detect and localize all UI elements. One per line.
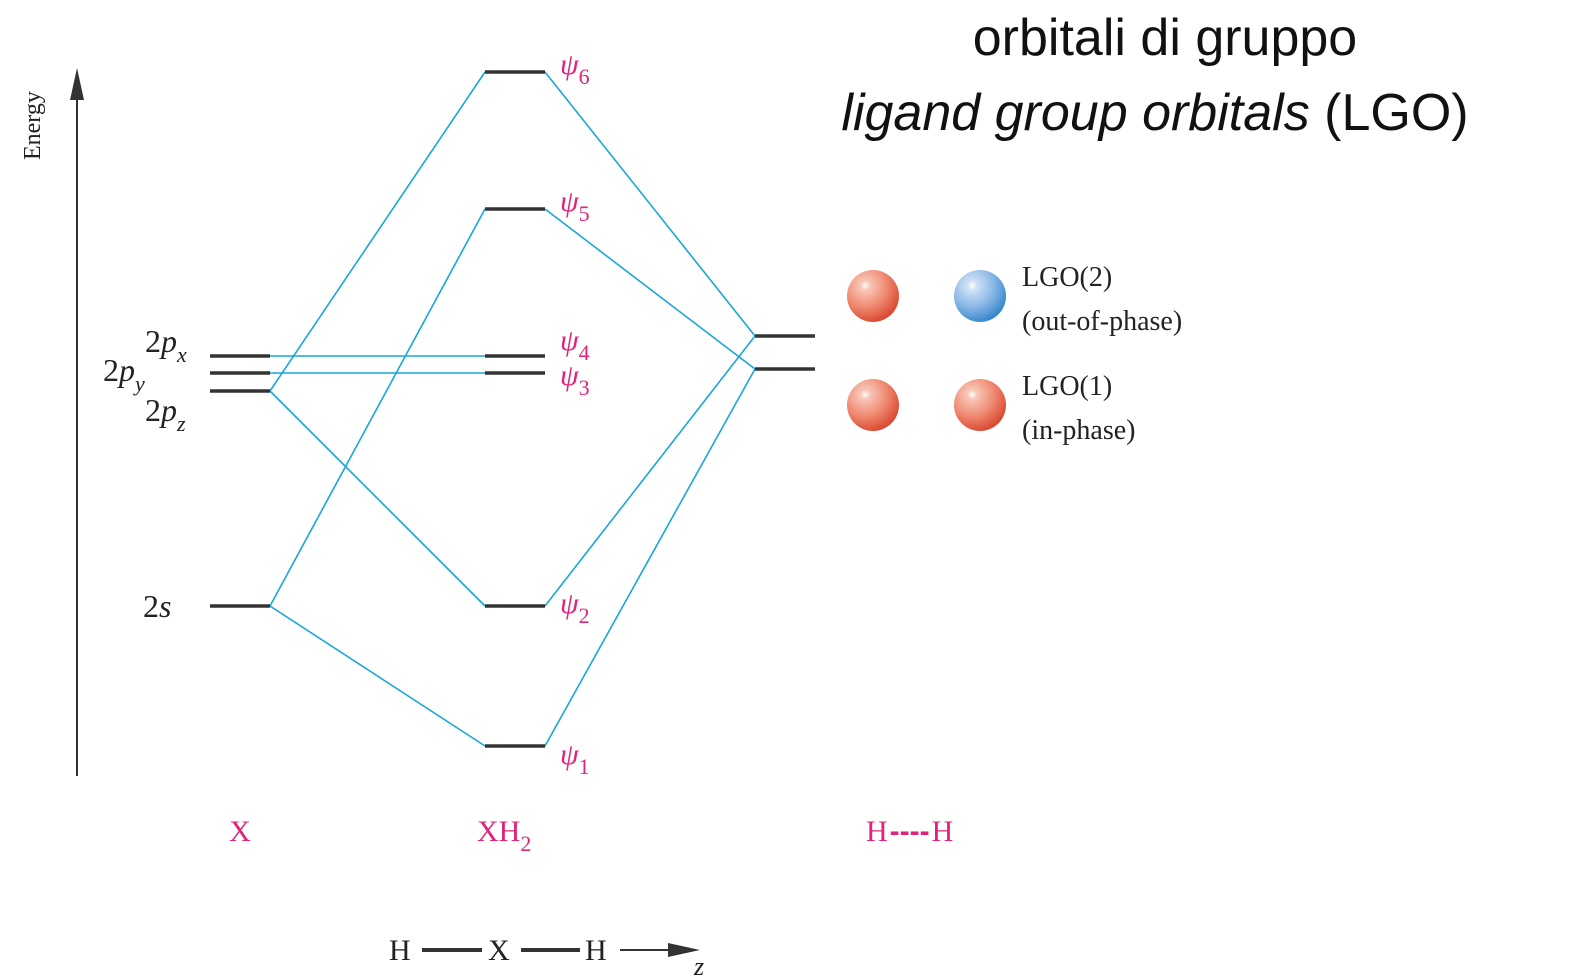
lgo-levels: [755, 334, 815, 371]
molecule-h1: H: [389, 934, 411, 967]
lgo2-phase: (out-of-phase): [1022, 306, 1182, 337]
corr-2s-psi5: [269, 208, 486, 607]
label-2pz: 2pz: [145, 392, 186, 436]
label-2s: 2s: [143, 588, 171, 624]
lgo1-right-sphere: [954, 379, 1006, 431]
z-arrow-head-icon: [668, 943, 700, 957]
label-psi3: ψ3: [560, 359, 590, 400]
molecule-x: X: [488, 934, 510, 967]
corr-psi6-lgo: [544, 71, 756, 337]
title-line2: ligand group orbitals (LGO): [841, 84, 1468, 142]
label-2py: 2py: [103, 352, 145, 396]
corr-2s-psi1: [269, 605, 486, 747]
title-line2-rest: (LGO): [1310, 84, 1469, 142]
lgo1-phase: (in-phase): [1022, 415, 1136, 446]
title-line1: orbitali di gruppo: [973, 9, 1357, 67]
column-label-xh2: XH2: [477, 815, 531, 856]
corr-2pz-psi2: [269, 390, 486, 607]
z-axis-label: z: [693, 952, 704, 978]
correlation-lines: [269, 71, 756, 747]
mo-levels: [485, 70, 545, 748]
lgo2-name: LGO(2): [1022, 262, 1112, 293]
label-psi5: ψ5: [560, 185, 590, 226]
corr-psi2-lgo: [544, 335, 756, 607]
molecule-geometry: H X H z: [389, 934, 704, 978]
lgo1-left-sphere: [847, 379, 899, 431]
label-psi4: ψ4: [560, 324, 590, 365]
label-psi1: ψ1: [560, 738, 590, 779]
energy-axis-label: Energy: [20, 91, 46, 160]
x-levels: [210, 354, 270, 608]
title-line2-italic: ligand group orbitals: [841, 84, 1309, 142]
lgo2-orbital: [847, 270, 1006, 322]
corr-2pz-psi6: [269, 71, 486, 392]
lgo1-orbital: [847, 379, 1006, 431]
corr-psi1-lgo: [544, 368, 756, 747]
lgo2-left-sphere: [847, 270, 899, 322]
column-label-hh: H----H: [866, 815, 953, 848]
label-psi6: ψ6: [560, 48, 590, 89]
lgo1-name: LGO(1): [1022, 371, 1112, 402]
label-2px: 2px: [145, 323, 187, 367]
corr-psi5-lgo: [544, 208, 756, 370]
energy-axis-arrow-icon: [70, 68, 84, 100]
column-label-x: X: [229, 815, 251, 848]
molecule-h2: H: [585, 934, 607, 967]
lgo2-right-sphere: [954, 270, 1006, 322]
label-psi2: ψ2: [560, 587, 590, 628]
